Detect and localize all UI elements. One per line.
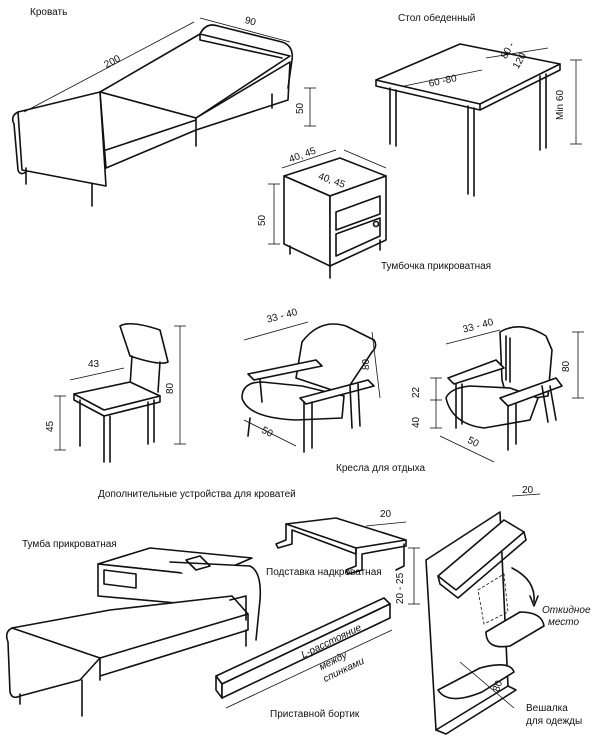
dining-table-drawing xyxy=(375,43,582,197)
nightstand-drawing xyxy=(268,149,387,279)
folding-seat-label-2: место xyxy=(548,617,580,628)
stand-depth-dim: 20 xyxy=(380,509,392,520)
hanger-depth-dim: 20 xyxy=(522,485,534,496)
table-height-dim: Min 60 xyxy=(555,89,566,120)
armchair-2-drawing xyxy=(430,326,584,463)
armchair2-seat-dim: 40 xyxy=(411,416,422,428)
bed-accessories-label: Дополнительные устройства для кроватей xyxy=(98,489,296,500)
bed-label: Кровать xyxy=(30,7,68,18)
armchair2-arm-dim: 22 xyxy=(411,386,422,398)
dining-chair-drawing xyxy=(54,322,186,463)
bed-height-dim: 50 xyxy=(295,102,306,114)
easy-chairs-label: Кресла для отдыха xyxy=(336,463,426,474)
side-rail-label: Приставной бортик xyxy=(270,709,360,720)
dining-table-label: Стол обеденный xyxy=(398,13,476,24)
coat-hanger-label-1: Вешалка xyxy=(526,703,568,714)
armchair1-height-dim: 80 xyxy=(361,358,372,370)
stand-clearance-dim: 20 - 25 xyxy=(395,572,406,604)
chair-seat-height-dim: 45 xyxy=(45,420,56,432)
nightstand-height-dim: 50 xyxy=(257,214,268,226)
bed-with-unit-drawing xyxy=(5,547,262,717)
over-bed-stand-label: Подставка надкроватная xyxy=(266,567,382,578)
over-bed-stand-drawing xyxy=(275,517,420,605)
chair-height-dim: 80 xyxy=(165,382,176,394)
chair-seat-dim: 43 xyxy=(88,359,100,370)
nightstand-label: Тумбочка прикроватная xyxy=(381,261,492,272)
armchair-1-drawing xyxy=(241,321,381,453)
armchair2-height-dim: 80 xyxy=(561,360,572,372)
folding-seat-label-1: Откидное xyxy=(542,605,591,616)
side-rail-drawing xyxy=(215,597,393,709)
bed-drawing xyxy=(11,17,316,207)
coat-hanger-drawing xyxy=(425,493,545,735)
bedside-unit-label: Тумба прикроватная xyxy=(22,539,117,550)
coat-hanger-label-2: для одежды xyxy=(526,716,583,727)
